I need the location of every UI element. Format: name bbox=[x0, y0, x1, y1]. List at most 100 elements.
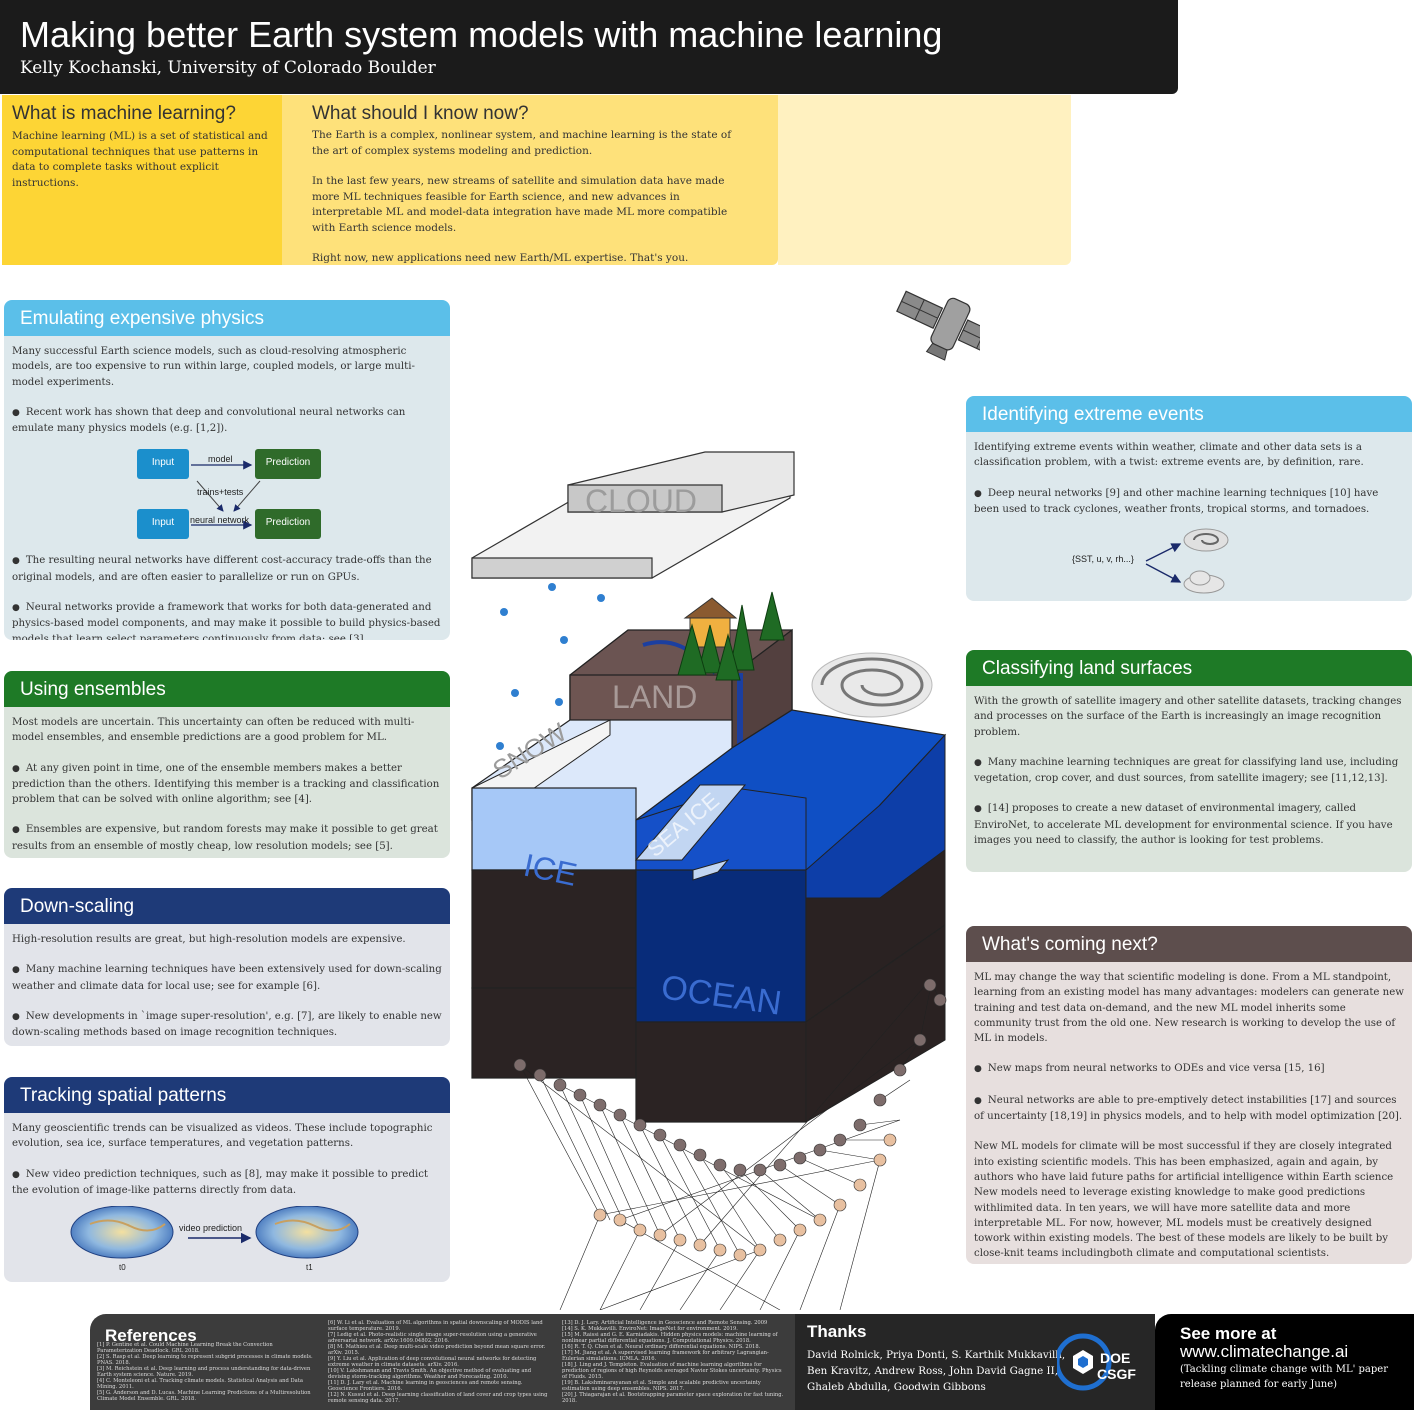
land-p1: With the growth of satellite imagery and… bbox=[974, 696, 1402, 738]
see-more-link[interactable]: www.climatechange.ai bbox=[1180, 1342, 1349, 1361]
reference-item: [8] M. Mathieu et al. Deep multi-scale v… bbox=[328, 1344, 546, 1356]
ocean-block bbox=[634, 709, 947, 1123]
see-more-heading: See more at bbox=[1180, 1324, 1277, 1343]
ensembles-p2: At any given point in time, one of the e… bbox=[12, 761, 442, 808]
prediction-node-2: Prediction bbox=[255, 509, 321, 540]
what-is-ml-heading: What is machine learning? bbox=[12, 103, 236, 124]
prediction-node-1: Prediction bbox=[255, 449, 321, 480]
tree-icons bbox=[677, 591, 785, 681]
next-p1: ML may change the way that scientific mo… bbox=[974, 972, 1404, 1045]
know-now-box: What should I know now? The Earth is a c… bbox=[282, 95, 778, 265]
emulating-p4: Neural networks provide a framework that… bbox=[12, 600, 442, 640]
intro-spacer bbox=[778, 95, 1071, 265]
emulating-p2: Recent work has shown that deep and conv… bbox=[12, 405, 442, 437]
downscaling-p1: High-resolution results are great, but h… bbox=[12, 934, 406, 945]
extreme-events-heading: Identifying extreme events bbox=[966, 396, 1412, 432]
see-more-section: See more at www.climatechange.ai (Tackli… bbox=[1155, 1314, 1414, 1410]
extreme-diagram-label: {SST, u, v, rh...} bbox=[1072, 554, 1134, 564]
edge-label-model: model bbox=[208, 454, 233, 465]
extreme-diagram-arrows bbox=[1145, 528, 1229, 594]
reference-item: [13] D. J. Lary. Artificial Intelligence… bbox=[562, 1320, 768, 1326]
input-node-1: Input bbox=[137, 449, 189, 480]
know-now-p1: The Earth is a complex, nonlinear system… bbox=[312, 129, 732, 157]
know-now-p2: In the last few years, new streams of sa… bbox=[312, 175, 728, 234]
poster-footer: References [1] P. Gentine et al. Could M… bbox=[90, 1314, 1414, 1410]
emulating-p1: Many successful Earth science models, su… bbox=[12, 346, 415, 388]
thanks-line-1: David Rolnick, Priya Donti, S. Karthik M… bbox=[807, 1349, 1066, 1361]
know-now-p3: Right now, new applications need new Ear… bbox=[312, 252, 689, 264]
references-column-1: [1] P. Gentine et al. Could Machine Lear… bbox=[97, 1342, 315, 1402]
extreme-p1: Identifying extreme events within weathe… bbox=[974, 442, 1364, 469]
reference-item: [17] M. Jiang et al. A supervised learni… bbox=[562, 1350, 769, 1362]
downscaling-p3: New developments in `image super-resolut… bbox=[12, 1009, 442, 1041]
diagram-arrows bbox=[191, 460, 261, 531]
reference-item: [15] M. Raissi and G. E. Karniadakis. Hi… bbox=[562, 1332, 778, 1344]
downscaling-panel: Down-scaling High-resolution results are… bbox=[4, 888, 450, 1046]
next-p4: New ML models for climate will be most s… bbox=[974, 1141, 1394, 1260]
references-section: References [1] P. Gentine et al. Could M… bbox=[90, 1314, 795, 1410]
reference-item: [6] W. Li et al. Evaluation of ML algori… bbox=[328, 1320, 543, 1332]
cyclone-icon bbox=[811, 652, 933, 718]
poster-title: Making better Earth system models with m… bbox=[20, 14, 943, 55]
time-label-t1: t1 bbox=[306, 1263, 313, 1272]
video-prediction-diagram bbox=[70, 1206, 359, 1259]
land-surfaces-heading: Classifying land surfaces bbox=[966, 650, 1412, 686]
land-label: LAND bbox=[612, 679, 697, 715]
emulation-diagram: Input Prediction Input Prediction model … bbox=[12, 449, 442, 541]
tracking-panel: Tracking spatial patterns Many geoscient… bbox=[4, 1077, 450, 1282]
downscaling-p2: Many machine learning techniques have be… bbox=[12, 962, 442, 994]
thanks-section: Thanks David Rolnick, Priya Donti, S. Ka… bbox=[795, 1314, 1155, 1410]
next-p2: New maps from neural networks to ODEs an… bbox=[974, 1061, 1404, 1077]
see-more-note: (Tackling climate change with ML' paper … bbox=[1180, 1364, 1388, 1390]
what-is-ml-box: What is machine learning? Machine learni… bbox=[2, 95, 282, 265]
logo-text-csgf: CSGF bbox=[1097, 1366, 1136, 1382]
reference-item: [4] C. Monteleoni et al. Tracking climat… bbox=[97, 1378, 303, 1390]
ice-block bbox=[471, 719, 733, 1079]
land-p2: Many machine learning techniques are gre… bbox=[974, 755, 1404, 787]
reference-item: [18] J. Ling and J. Templeton. Evaluatio… bbox=[562, 1362, 782, 1380]
know-now-heading: What should I know now? bbox=[312, 103, 529, 124]
earth-system-illustration: CLOUD LAND SNOW ICE bbox=[471, 290, 980, 1310]
thanks-line-3: Ghaleb Abdulla, Goodwin Gibbons bbox=[807, 1381, 986, 1393]
reference-item: [14] S. K. Mukkavilli. EnviroNet: ImageN… bbox=[562, 1326, 738, 1332]
small-cyclone-icon bbox=[1183, 528, 1229, 552]
time-label-t0: t0 bbox=[119, 1263, 126, 1272]
reference-item: [5] G. Anderson and D. Lucas. Machine Le… bbox=[97, 1390, 311, 1402]
thanks-heading: Thanks bbox=[807, 1322, 867, 1341]
tracking-heading: Tracking spatial patterns bbox=[4, 1077, 450, 1113]
next-p3: Neural networks are able to pre-emptivel… bbox=[974, 1093, 1404, 1125]
emulating-heading: Emulating expensive physics bbox=[4, 300, 450, 336]
edge-label-neural-network: neural network bbox=[190, 515, 250, 526]
land-surfaces-panel: Classifying land surfaces With the growt… bbox=[966, 650, 1412, 872]
coming-next-heading: What's coming next? bbox=[966, 926, 1412, 962]
emulating-panel: Emulating expensive physics Many success… bbox=[4, 300, 450, 640]
reference-item: [12] N. Kussul et al. Deep learning clas… bbox=[328, 1392, 548, 1404]
edge-label-trains-tests: trains+tests bbox=[197, 487, 244, 498]
reference-item: [3] M. Reichstein et al. Deep learning a… bbox=[97, 1366, 311, 1378]
land-p3: [14] proposes to create a new dataset of… bbox=[974, 801, 1404, 848]
logo-text-doe: DOE bbox=[1100, 1350, 1131, 1366]
downscaling-heading: Down-scaling bbox=[4, 888, 450, 924]
cloud-block bbox=[471, 451, 795, 579]
hidden-nodes bbox=[593, 1133, 897, 1262]
input-node-2: Input bbox=[137, 509, 189, 540]
emulating-p3: The resulting neural networks have diffe… bbox=[12, 553, 442, 585]
tracking-p2: New video prediction techniques, such as… bbox=[12, 1167, 442, 1199]
reference-item: [2] S. Rasp et al. Deep learning to repr… bbox=[97, 1354, 313, 1366]
references-column-2: [6] W. Li et al. Evaluation of ML algori… bbox=[328, 1320, 548, 1404]
reference-item: [10] V. Lakshmanan and Travis Smith. An … bbox=[328, 1368, 532, 1380]
coming-next-panel: What's coming next? ML may change the wa… bbox=[966, 926, 1412, 1264]
poster-author: Kelly Kochanski, University of Colorado … bbox=[20, 58, 436, 78]
reference-item: [16] R. T. Q. Chen et al. Neural ordinar… bbox=[562, 1344, 761, 1350]
thanks-line-2: Ben Kravitz, Andrew Ross, John David Gag… bbox=[807, 1365, 1058, 1377]
cloud-label: CLOUD bbox=[585, 483, 697, 519]
reference-item: [1] P. Gentine et al. Could Machine Lear… bbox=[97, 1342, 273, 1354]
reference-item: [11] D. J. Lary et al. Machine learning … bbox=[328, 1380, 523, 1392]
video-prediction-label: video prediction bbox=[179, 1223, 243, 1233]
reference-item: [19] B. Lakshminarayanan et al. Simple a… bbox=[562, 1380, 761, 1392]
extreme-p2: Deep neural networks [9] and other machi… bbox=[974, 486, 1404, 518]
ensembles-panel: Using ensembles Most models are uncertai… bbox=[4, 671, 450, 858]
poster-header: Making better Earth system models with m… bbox=[0, 0, 1178, 94]
what-is-ml-text: Machine learning (ML) is a set of statis… bbox=[12, 130, 268, 189]
references-heading: References bbox=[105, 1326, 197, 1345]
